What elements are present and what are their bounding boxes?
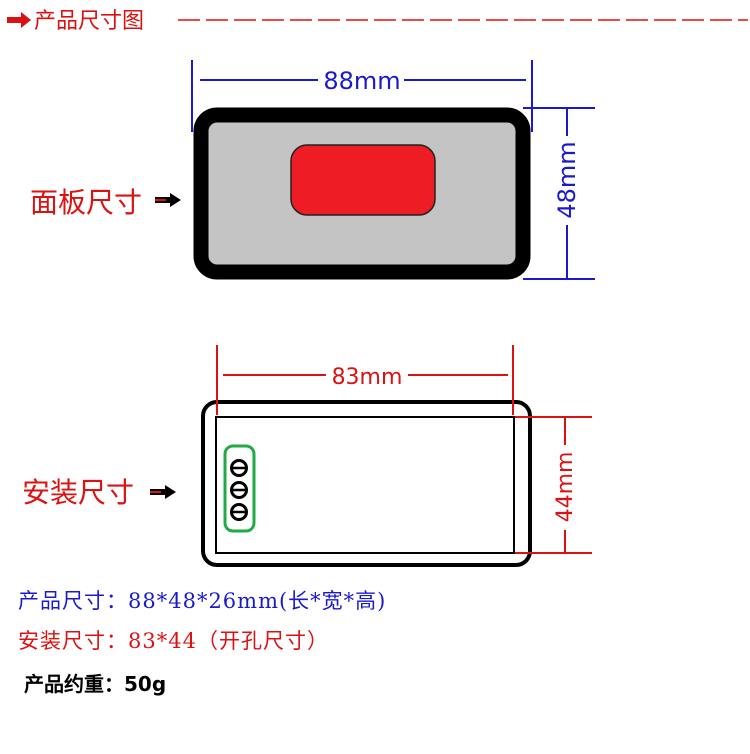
install-inner-body [215, 416, 515, 554]
panel-label-arrow-icon [155, 193, 181, 207]
panel-width-label: 88mm [323, 67, 400, 95]
panel-label: 面板尺寸 [30, 186, 142, 219]
install-height-dimension [515, 416, 592, 554]
install-label: 安装尺寸 [22, 476, 134, 509]
spec-install-size: 安装尺寸：83*44（开孔尺寸） [18, 629, 329, 653]
terminal-screw-icon [230, 503, 248, 521]
spec-product-weight: 产品约重：50g [24, 672, 167, 696]
install-height-label: 44mm [553, 452, 578, 523]
panel-width-dimension [191, 60, 533, 132]
terminal-screw-icon [230, 459, 248, 477]
panel-height-label: 48mm [553, 141, 581, 218]
install-width-label: 83mm [332, 365, 403, 390]
header-title: 产品尺寸图 [34, 9, 144, 34]
panel-rocker-button [290, 144, 436, 216]
install-label-arrow-icon [150, 485, 176, 499]
spec-product-size: 产品尺寸：88*48*26mm(长*宽*高) [18, 589, 387, 613]
header-arrow-icon [7, 12, 31, 28]
panel-height-dimension [523, 107, 595, 280]
terminal-screw-icon [230, 481, 248, 499]
install-width-dimension [216, 345, 514, 415]
